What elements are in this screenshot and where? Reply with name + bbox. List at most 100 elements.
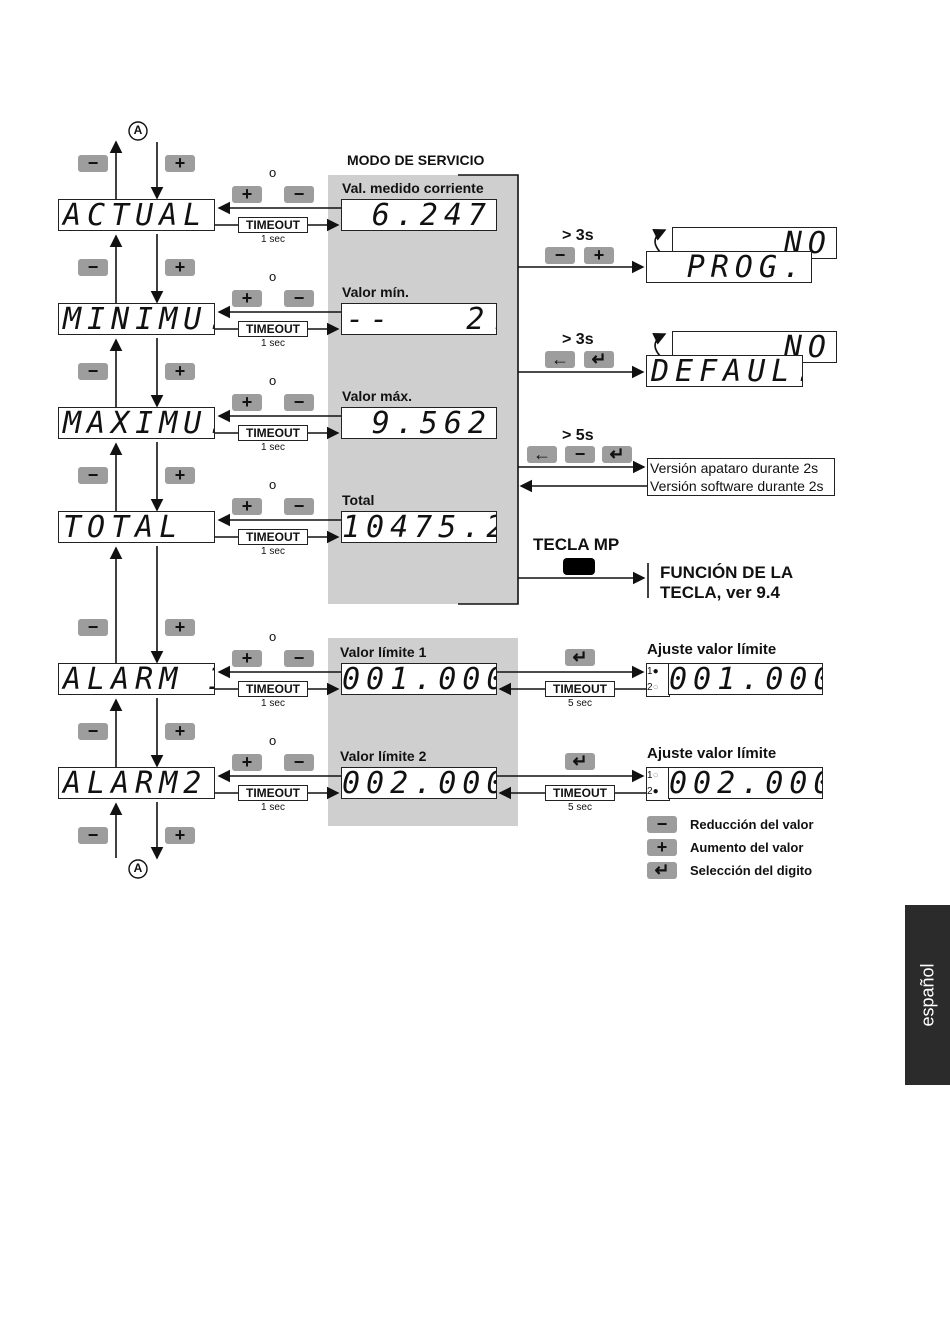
timeout-box: TIMEOUT xyxy=(238,321,308,337)
prog-display: PROG. xyxy=(646,251,812,283)
timeout-duration: 1 sec xyxy=(261,442,285,453)
timeout-duration: 5 sec xyxy=(568,802,592,813)
minus-button[interactable]: − xyxy=(284,185,314,203)
enter-button[interactable]: ↵ xyxy=(565,752,595,770)
led-1: 1○ xyxy=(647,770,659,781)
left-arrow-button[interactable]: ← xyxy=(527,445,557,463)
value-label: Valor máx. xyxy=(342,388,413,404)
led-2: 2○ xyxy=(647,682,659,693)
plus-button[interactable]: + xyxy=(165,618,195,636)
or-label: o xyxy=(269,629,277,644)
connector-a-top: A xyxy=(133,123,143,137)
minus-button[interactable]: − xyxy=(78,362,108,380)
timeout-duration: 1 sec xyxy=(261,338,285,349)
timeout-duration: 5 sec xyxy=(568,698,592,709)
timeout-duration: 1 sec xyxy=(261,234,285,245)
legend-plus-text: Aumento del valor xyxy=(690,840,804,855)
adjust-title: Ajuste valor límite xyxy=(647,745,777,762)
plus-button[interactable]: + xyxy=(165,722,195,740)
plus-button[interactable]: + xyxy=(232,393,262,411)
timeout-box: TIMEOUT xyxy=(238,529,308,545)
timeout-box: TIMEOUT xyxy=(238,217,308,233)
minus-button[interactable]: − xyxy=(284,497,314,515)
value-display: 9.562 xyxy=(341,407,497,439)
minus-button[interactable]: − xyxy=(78,618,108,636)
legend-enter-key: ↵ xyxy=(647,861,677,879)
plus-button[interactable]: + xyxy=(232,289,262,307)
timeout-duration: 1 sec xyxy=(261,546,285,557)
minus-button[interactable]: − xyxy=(284,649,314,667)
plus-button[interactable]: + xyxy=(165,154,195,172)
plus-button[interactable]: + xyxy=(165,826,195,844)
menu-display: MINIMU. xyxy=(58,303,215,335)
plus-button[interactable]: + xyxy=(165,466,195,484)
timeout-box: TIMEOUT xyxy=(545,681,615,697)
prog-time: > 3s xyxy=(562,227,594,244)
value-label: Valor límite 1 xyxy=(340,644,427,660)
value-display: 001.000 xyxy=(341,663,497,695)
menu-display: ALARM2 xyxy=(58,767,215,799)
menu-display: TOTAL xyxy=(58,511,215,543)
minus-button[interactable]: − xyxy=(545,246,575,264)
value-display: -- 2.038 xyxy=(341,303,497,335)
plus-button[interactable]: + xyxy=(232,185,262,203)
minus-button[interactable]: − xyxy=(284,393,314,411)
default-time: > 3s xyxy=(562,331,594,348)
adjust-value-display: 002.000 xyxy=(668,767,823,799)
enter-button[interactable]: ↵ xyxy=(565,648,595,666)
adjust-title: Ajuste valor límite xyxy=(647,641,777,658)
or-label: o xyxy=(269,165,277,180)
mp-key-function-line-2: TECLA, ver 9.4 xyxy=(660,583,780,602)
minus-button[interactable]: − xyxy=(78,722,108,740)
plus-button[interactable]: + xyxy=(165,258,195,276)
menu-display: ALARM 1 xyxy=(58,663,215,695)
version-box: Versión apataro durante 2s Versión softw… xyxy=(647,458,835,496)
or-label: o xyxy=(269,269,277,284)
version-time: > 5s xyxy=(562,427,594,444)
version-line-1: Versión apataro durante 2s xyxy=(650,460,819,476)
minus-button[interactable]: − xyxy=(284,753,314,771)
mp-key-function-line-1: FUNCIÓN DE LA xyxy=(660,563,794,582)
mp-key-title: TECLA MP xyxy=(533,535,620,554)
led-indicators: 1○ 2● xyxy=(646,767,670,801)
enter-button[interactable]: ↵ xyxy=(584,350,614,368)
minus-button[interactable]: − xyxy=(78,466,108,484)
plus-button[interactable]: + xyxy=(232,497,262,515)
plus-button[interactable]: + xyxy=(584,246,614,264)
timeout-box: TIMEOUT xyxy=(238,785,308,801)
plus-button[interactable]: + xyxy=(232,649,262,667)
plus-button[interactable]: + xyxy=(232,753,262,771)
led-indicators: 1● 2○ xyxy=(646,663,670,697)
language-tab: español xyxy=(905,905,950,1085)
left-arrow-button[interactable]: ← xyxy=(545,350,575,368)
or-label: o xyxy=(269,477,277,492)
value-display: 10475.2 xyxy=(341,511,497,543)
value-label: Total xyxy=(342,492,375,508)
timeout-box: TIMEOUT xyxy=(545,785,615,801)
minus-button[interactable]: − xyxy=(284,289,314,307)
service-mode-title: MODO DE SERVICIO xyxy=(347,152,485,168)
led-2: 2● xyxy=(647,786,659,797)
plus-button[interactable]: + xyxy=(165,362,195,380)
led-1: 1● xyxy=(647,666,659,677)
legend-minus-key: − xyxy=(647,815,677,833)
timeout-box: TIMEOUT xyxy=(238,681,308,697)
value-label: Val. medido corriente xyxy=(342,180,484,196)
connector-a-bottom: A xyxy=(133,861,143,875)
menu-display: MAXIMU. xyxy=(58,407,215,439)
enter-button[interactable]: ↵ xyxy=(602,445,632,463)
menu-display: ACTUAL xyxy=(58,199,215,231)
minus-button[interactable]: − xyxy=(78,154,108,172)
minus-button[interactable]: − xyxy=(565,445,595,463)
legend-plus-key: + xyxy=(647,838,677,856)
minus-button[interactable]: − xyxy=(78,826,108,844)
timeout-duration: 1 sec xyxy=(261,698,285,709)
or-label: o xyxy=(269,373,277,388)
minus-button[interactable]: − xyxy=(78,258,108,276)
adjust-value-display: 001.000 xyxy=(668,663,823,695)
mp-key-button[interactable] xyxy=(563,558,595,575)
default-display: DEFAUL. xyxy=(646,355,803,387)
value-display: 002.000 xyxy=(341,767,497,799)
